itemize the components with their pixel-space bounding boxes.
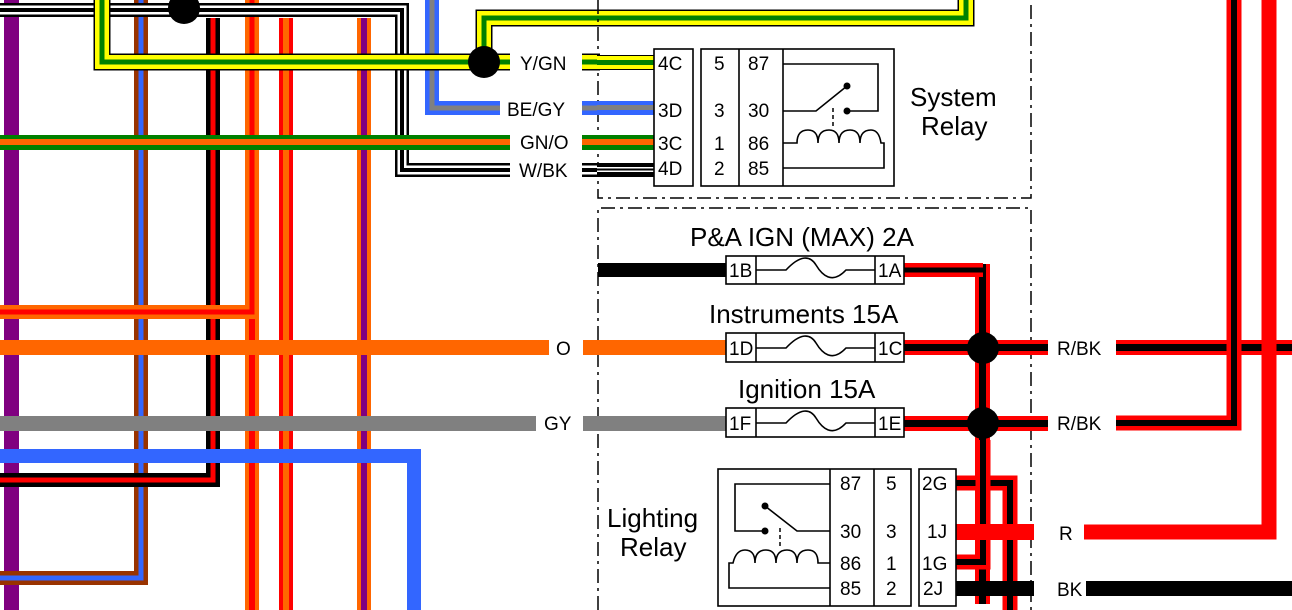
terminal-30: 30 [748,101,769,122]
lighting-relay: 87 30 86 85 5 3 1 2 2G 1J 1G 2J [717,468,957,607]
cavity-1: 1 [714,134,725,155]
relay-coil-icon [728,549,830,589]
lighting-relay-wires [955,440,1292,610]
pin-1d: 1D [729,339,753,360]
pin-1e: 1E [878,414,901,435]
fuse-icon [756,410,875,432]
wire-label-gn-o: GN/O [520,133,569,154]
splice-dot [468,46,500,78]
fuse-ignition: Ignition 15A 1F 1E [725,374,905,438]
wire-be [0,449,421,610]
fuse-instruments: Instruments 15A 1D 1C [709,299,905,363]
terminal-86: 86 [840,554,861,575]
terminal-85: 85 [840,579,861,600]
wire-label-gy: GY [544,414,572,435]
cavity-1: 1 [886,554,897,575]
pin-3c: 3C [658,134,682,155]
cavity-2: 2 [714,159,725,180]
relay-switch-icon [783,63,879,128]
pin-2j: 2J [923,579,943,600]
left-harness [0,0,975,610]
fuse-title-ignition: Ignition 15A [738,374,876,404]
system-relay-wire-labels: Y/GN BE/GY GN/O W/BK [500,50,582,182]
terminal-87: 87 [840,474,861,495]
wire-label-bk: BK [1057,580,1083,601]
fuse-title-instruments: Instruments 15A [709,299,899,329]
wire-gy [0,416,536,431]
terminal-30: 30 [840,522,861,543]
cavity-3: 3 [886,522,897,543]
relay-coil-icon [783,129,885,169]
wire-o-v [357,18,371,610]
pin-2g: 2G [922,474,947,495]
system-relay: 4C 3D 3C 4D 5 3 1 2 87 30 86 85 [653,48,895,187]
system-relay-wires [597,55,655,177]
terminal-85: 85 [748,159,769,180]
pin-1a: 1A [878,261,902,282]
lighting-relay-title-line1: Lighting [607,503,698,533]
wire-y-gn-upper [475,0,975,62]
wire-gn-o [0,135,600,150]
relay-switch-icon [734,483,830,548]
cavity-3: 3 [714,101,725,122]
wire-label-r: R [1059,524,1073,545]
system-relay-connector [653,48,694,187]
wire-o-r-loop [0,0,259,319]
splice-dot [967,407,999,439]
cavity-5: 5 [714,54,725,75]
wire-label-o: O [556,339,571,360]
wire-bk-fuse-in [598,263,726,277]
pin-1j: 1J [927,522,947,543]
wire-label-r-bk-2: R/BK [1057,414,1102,435]
wire-label-r-bk-1: R/BK [1057,339,1102,360]
cavity-5: 5 [886,474,897,495]
splice-dot [168,0,200,24]
system-relay-title-line2: Relay [921,111,987,141]
wire-label-y-gn: Y/GN [520,54,566,75]
cavity-2: 2 [886,579,897,600]
wire-y-gn [93,0,600,71]
system-relay-body [700,48,895,187]
wire-bn-be [0,0,148,585]
terminal-87: 87 [748,54,769,75]
lighting-relay-body [717,468,912,607]
terminal-86: 86 [748,134,769,155]
wire-o-fuse-in [583,340,726,355]
pin-4c: 4C [658,54,682,75]
pin-1b: 1B [729,261,752,282]
pin-1f: 1F [729,414,751,435]
pin-1g: 1G [922,554,947,575]
fuse-icon [756,257,875,279]
splice-dot [967,332,999,364]
wire-gy-fuse-in [583,416,726,431]
fuse-pa-ign: P&A IGN (MAX) 2A 1B 1A [690,222,915,285]
system-relay-title-line1: System [910,82,997,112]
r-bk-right [1084,0,1292,540]
pin-1c: 1C [878,339,902,360]
wire-bk-r [0,18,220,487]
wire-r-o [279,18,293,610]
lighting-relay-connector [918,468,957,607]
wire-label-be-gy: BE/GY [507,100,565,121]
wire-w-bk-top [0,3,600,177]
pin-3d: 3D [658,101,682,122]
wire-label-w-bk: W/BK [519,161,568,182]
fuse-icon [756,335,875,357]
pin-4d: 4D [658,159,682,180]
lighting-relay-title-line2: Relay [620,532,686,562]
wire-o [0,340,549,355]
module-boundaries [597,0,1032,610]
fuse-title-pa-ign: P&A IGN (MAX) 2A [690,222,915,252]
